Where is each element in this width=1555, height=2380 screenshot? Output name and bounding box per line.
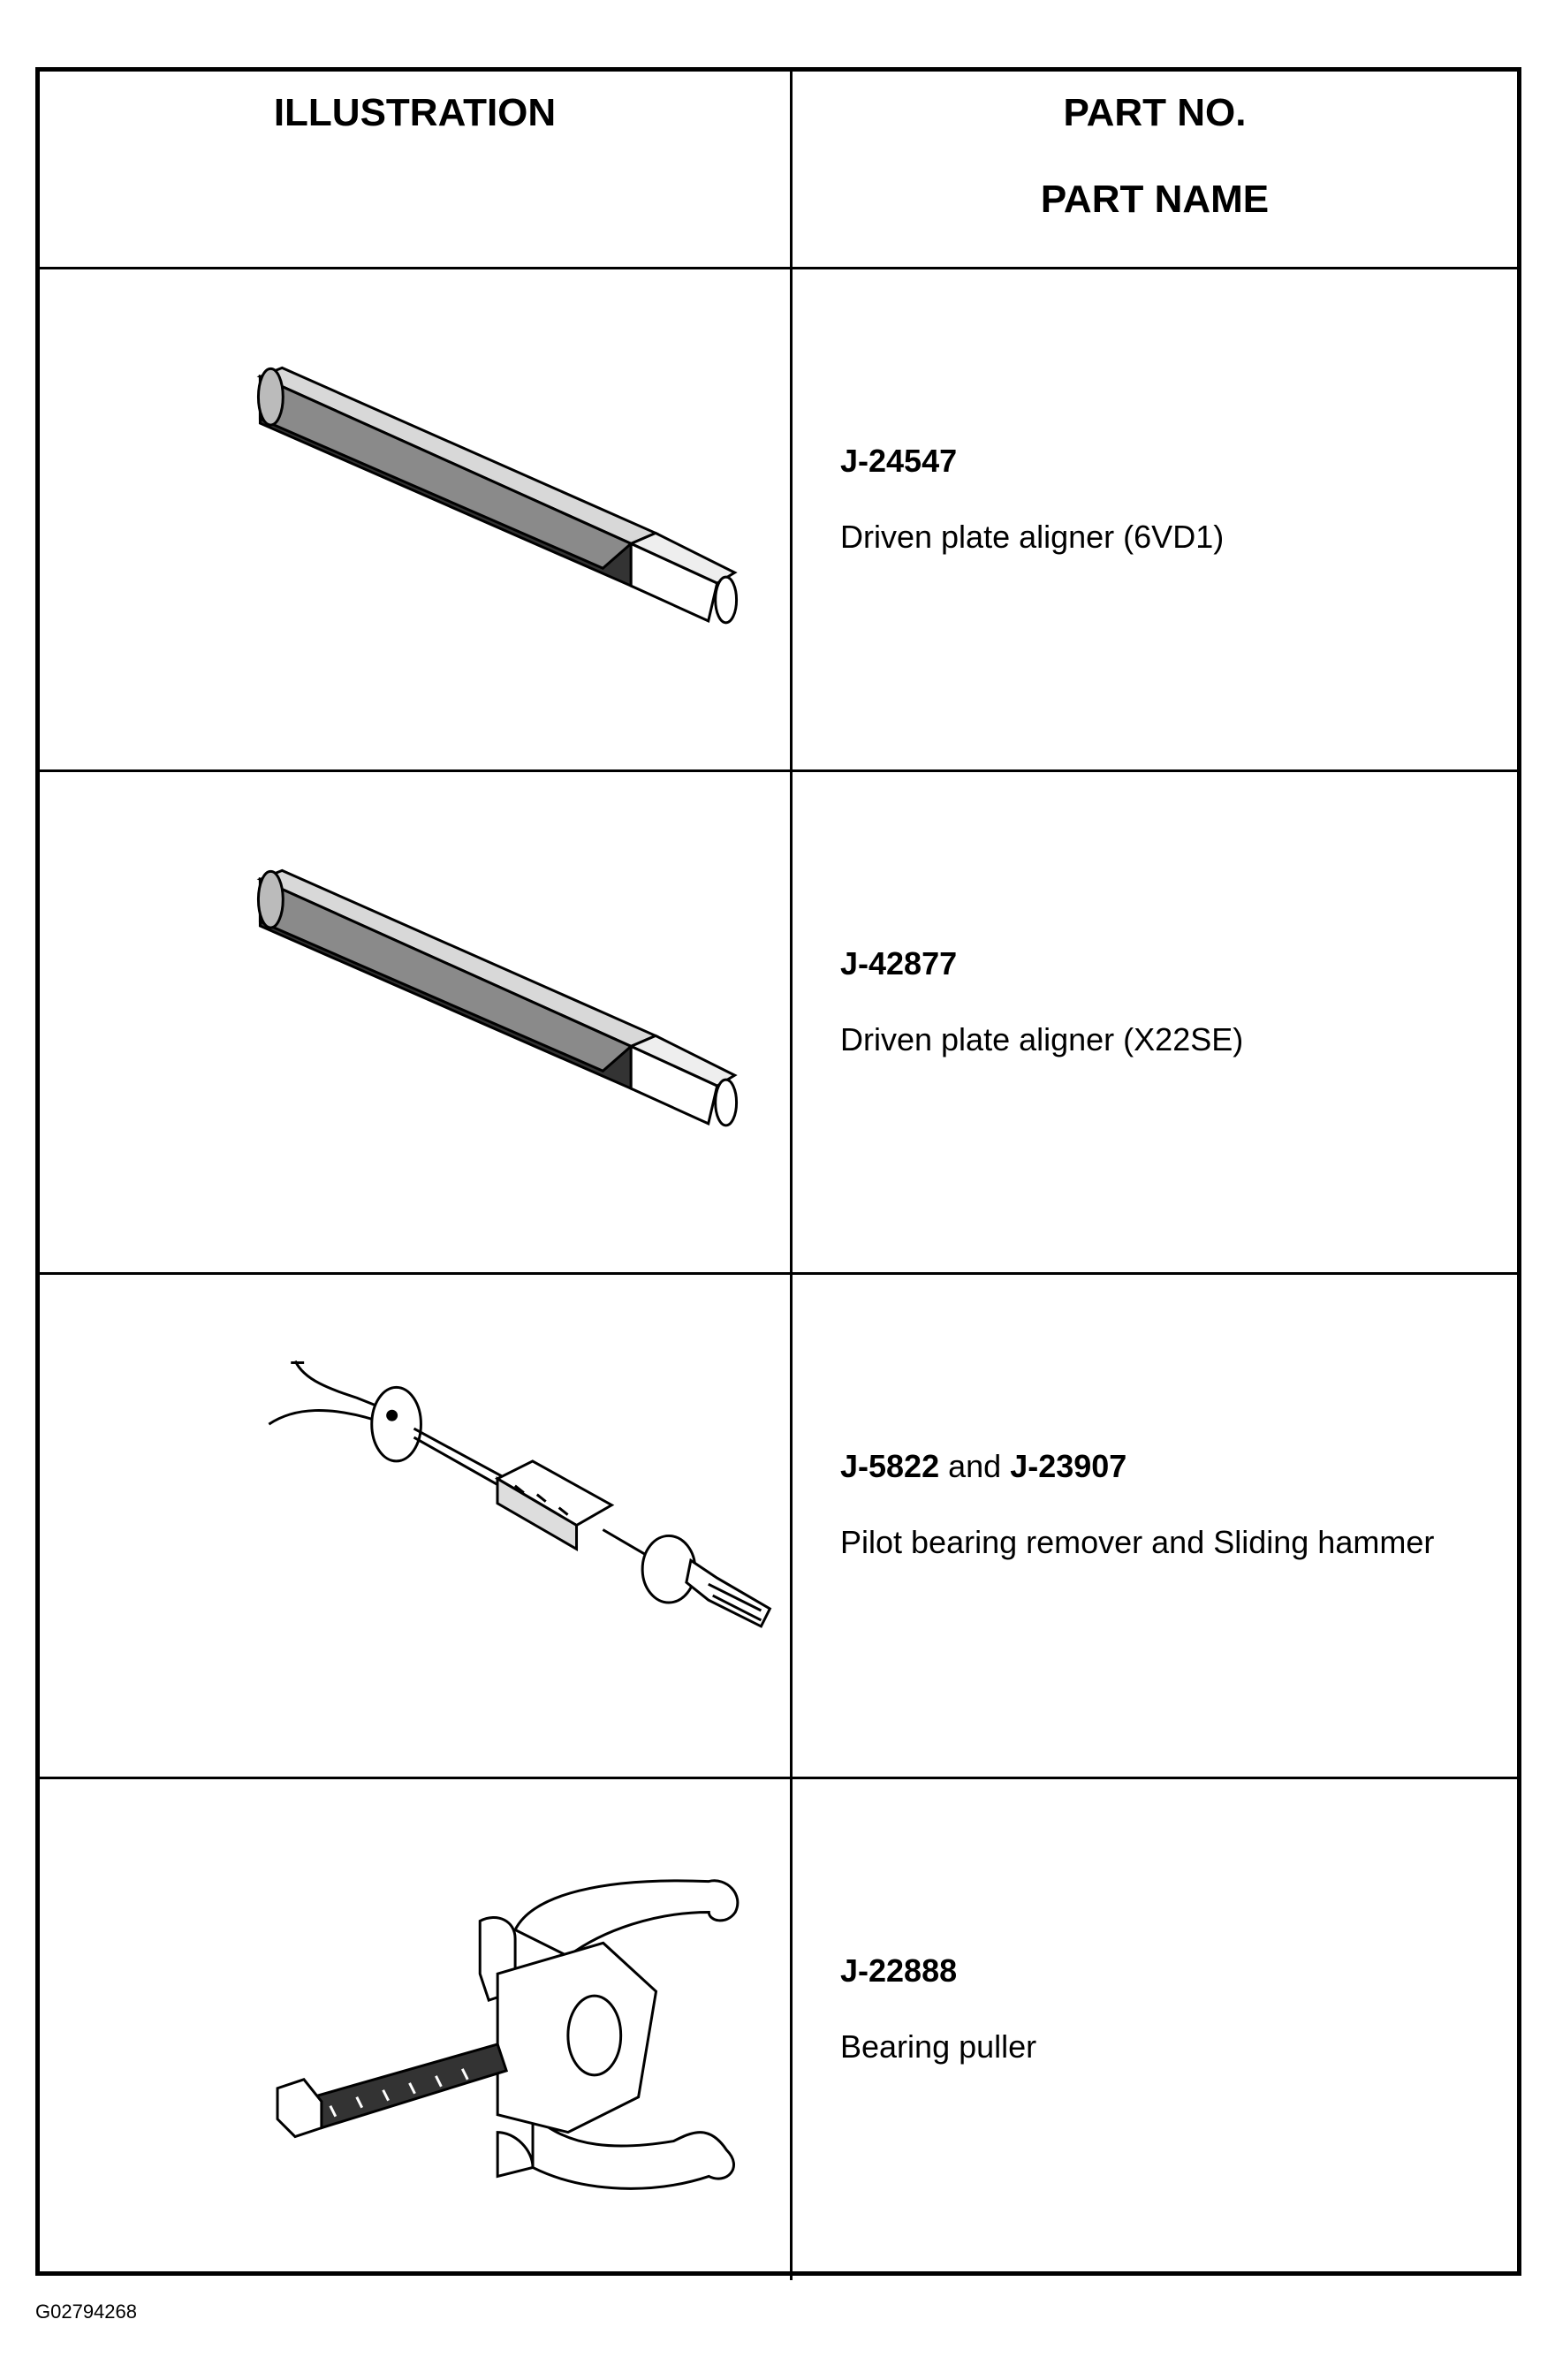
part-name: Bearing puller: [840, 2028, 1037, 2065]
illustration-cell: [40, 772, 793, 1272]
part-number: J-5822: [840, 1448, 940, 1484]
pilot-bearing-remover-icon: [268, 1360, 772, 1628]
part-number: J-42877: [840, 945, 958, 982]
part-cell: J-5822 and J-23907 Pilot bearing remover…: [793, 1275, 1517, 1777]
header-illustration-cell: ILLUSTRATION: [40, 72, 793, 267]
bearing-puller-icon: [276, 1879, 740, 2190]
figure-code: G02794268: [35, 2300, 137, 2323]
part-number: J-22888: [840, 1952, 958, 1989]
driven-plate-aligner-icon: [256, 366, 739, 625]
table-row: J-5822 and J-23907 Pilot bearing remover…: [40, 1275, 1517, 1779]
header-part-name: PART NAME: [1040, 178, 1270, 221]
part-name: Pilot bearing remover and Sliding hammer: [840, 1524, 1435, 1560]
part-name: Driven plate aligner (6VD1): [840, 519, 1225, 555]
table-row: J-42877 Driven plate aligner (X22SE): [40, 772, 1517, 1275]
driven-plate-aligner-icon: [256, 868, 739, 1127]
table-row: J-24547 Driven plate aligner (6VD1): [40, 269, 1517, 772]
part-number: J-23907: [1010, 1448, 1127, 1484]
part-cell: J-24547 Driven plate aligner (6VD1): [793, 269, 1517, 769]
illustration-cell: [40, 269, 793, 769]
part-name: Driven plate aligner (X22SE): [840, 1021, 1244, 1057]
illustration-cell: [40, 1275, 793, 1777]
table-header-row: ILLUSTRATION PART NO. PART NAME: [40, 72, 1517, 269]
part-cell: J-22888 Bearing puller: [793, 1779, 1517, 2280]
header-part-cell: PART NO. PART NAME: [793, 72, 1517, 267]
part-number-pair: J-5822 and J-23907: [840, 1448, 1126, 1485]
header-part-no: PART NO.: [1063, 91, 1247, 134]
special-tools-table: ILLUSTRATION PART NO. PART NAME: [35, 67, 1521, 2280]
table-row: J-22888 Bearing puller: [40, 1779, 1517, 2280]
header-illustration: ILLUSTRATION: [273, 91, 557, 134]
part-number: J-24547: [840, 443, 958, 479]
illustration-cell: [40, 1779, 793, 2280]
part-number-conjunction: and: [939, 1448, 1011, 1484]
part-cell: J-42877 Driven plate aligner (X22SE): [793, 772, 1517, 1272]
